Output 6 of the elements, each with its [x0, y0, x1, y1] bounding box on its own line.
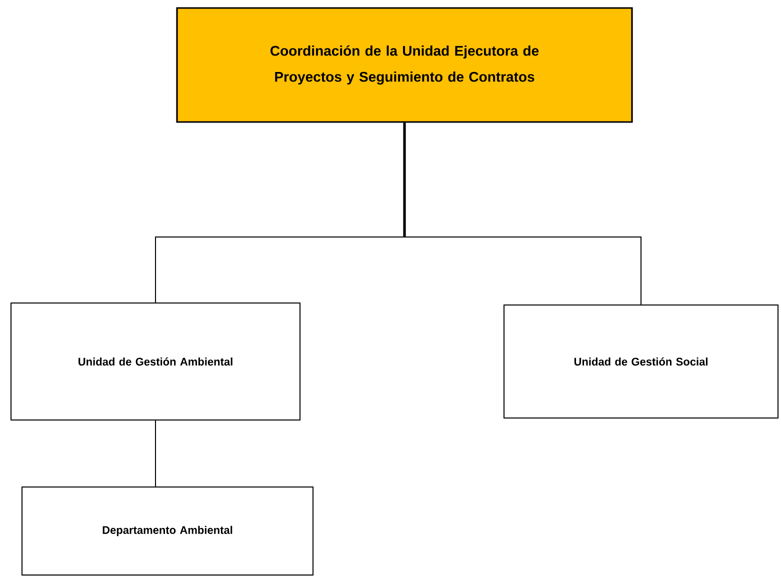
unit-box: Unidad de Gestión Ambiental — [10, 302, 300, 420]
unit-box: Coordinación de la Unidad Ejecutora de Proyectos y Seguimiento de Contratos — [176, 7, 633, 123]
unit-box: Departamento Ambiental — [22, 486, 314, 576]
unit-box: Unidad de Gestión Social — [504, 304, 778, 418]
connector-line — [155, 420, 156, 487]
trunk-line — [403, 122, 406, 237]
